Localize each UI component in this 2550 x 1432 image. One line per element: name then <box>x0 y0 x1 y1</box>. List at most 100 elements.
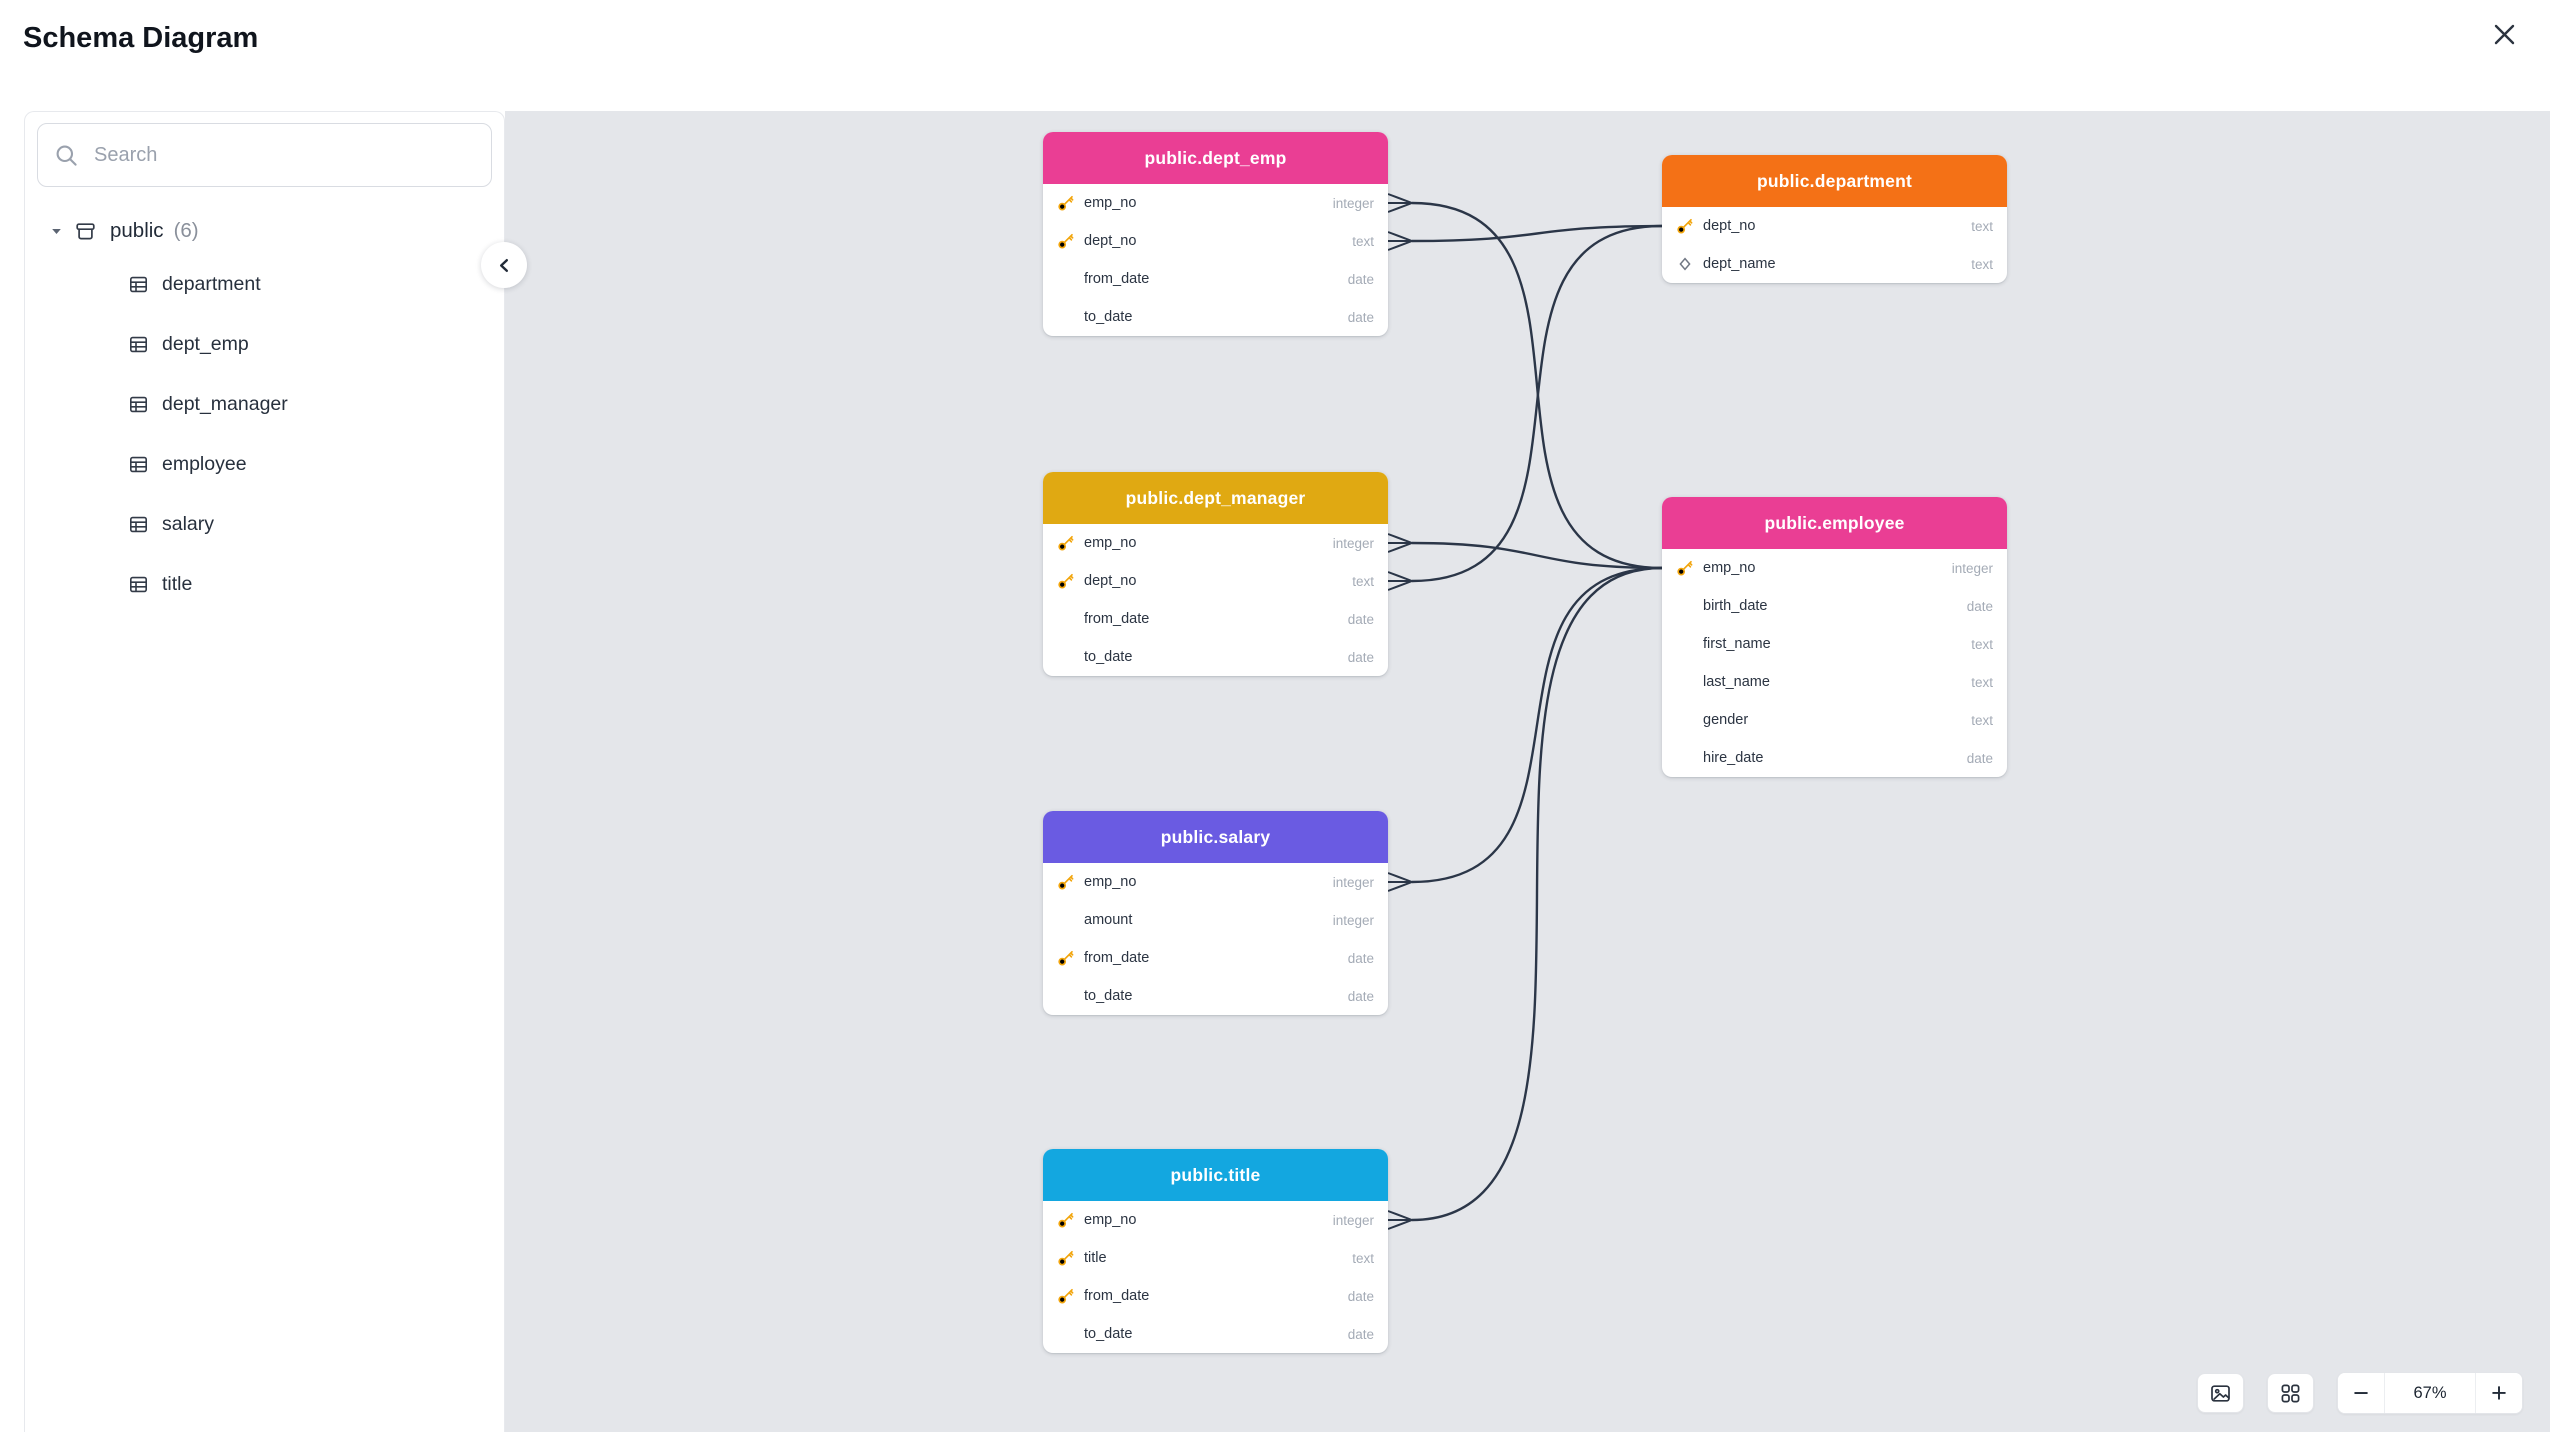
column-row: hire_date date <box>1662 739 2007 777</box>
sidebar-item-dept-emp[interactable]: dept_emp <box>25 314 504 374</box>
column-type: text <box>1971 674 1993 690</box>
column-row: last_name text <box>1662 663 2007 701</box>
column-type: date <box>1347 1288 1374 1304</box>
column-type: date <box>1347 950 1374 966</box>
column-name: last_name <box>1703 674 1770 690</box>
image-icon <box>2209 1382 2232 1405</box>
column-name: birth_date <box>1703 598 1768 614</box>
column-name: dept_no <box>1084 573 1137 589</box>
table-icon <box>128 334 149 355</box>
column-row: to_date date <box>1043 977 1388 1015</box>
column-row: from_date date <box>1043 260 1388 298</box>
column-name: from_date <box>1084 950 1150 966</box>
column-row: emp_no integer <box>1043 863 1388 901</box>
table-icon <box>128 394 149 415</box>
column-row: dept_name text <box>1662 245 2007 283</box>
column-name: dept_no <box>1703 218 1756 234</box>
column-type: text <box>1971 712 1993 728</box>
column-type: integer <box>1332 535 1374 551</box>
sidebar-item-employee[interactable]: employee <box>25 434 504 494</box>
column-name: emp_no <box>1084 1212 1137 1228</box>
column-type: text <box>1352 573 1374 589</box>
table-node-dept-emp[interactable]: public.dept_emp emp_no integer dept_no t… <box>1043 132 1388 336</box>
primary-key-icon <box>1057 232 1075 250</box>
schema-name: public <box>110 219 164 242</box>
auto-layout-button[interactable] <box>2267 1373 2314 1413</box>
close-button[interactable] <box>2480 10 2528 58</box>
zoom-level: 67% <box>2384 1373 2476 1413</box>
column-name: to_date <box>1084 649 1133 665</box>
column-name: amount <box>1084 912 1133 928</box>
column-type: text <box>1352 1250 1374 1266</box>
table-node-department[interactable]: public.department dept_no text dept_name… <box>1662 155 2007 283</box>
column-name: dept_no <box>1084 233 1137 249</box>
table-icon <box>128 574 149 595</box>
node-title: public.dept_emp <box>1043 132 1388 184</box>
sidebar-item-label: employee <box>162 452 247 475</box>
column-name: to_date <box>1084 1326 1133 1342</box>
zoom-in-button[interactable]: + <box>2476 1373 2522 1413</box>
sidebar-item-title[interactable]: title <box>25 554 504 614</box>
sidebar-item-salary[interactable]: salary <box>25 494 504 554</box>
primary-key-icon <box>1057 1249 1075 1267</box>
table-icon <box>128 514 149 535</box>
column-row: first_name text <box>1662 625 2007 663</box>
sidebar-item-department[interactable]: department <box>25 254 504 314</box>
schema-icon <box>74 220 97 243</box>
column-name: from_date <box>1084 1288 1150 1304</box>
column-name: dept_name <box>1703 256 1776 272</box>
tree-schema-public[interactable]: public (6) <box>25 208 504 254</box>
export-image-button[interactable] <box>2197 1373 2244 1413</box>
column-name: gender <box>1703 712 1749 728</box>
zoom-out-button[interactable]: − <box>2338 1373 2384 1413</box>
table-node-title[interactable]: public.title emp_no integer title text f… <box>1043 1149 1388 1353</box>
node-title: public.department <box>1662 155 2007 207</box>
column-type: date <box>1966 598 1993 614</box>
column-row: to_date date <box>1043 638 1388 676</box>
column-name: first_name <box>1703 636 1771 652</box>
sidebar-collapse-button[interactable] <box>481 242 527 288</box>
column-type: date <box>1347 1326 1374 1342</box>
column-name: emp_no <box>1703 560 1756 576</box>
column-name: title <box>1084 1250 1107 1266</box>
table-icon <box>128 454 149 475</box>
column-name: emp_no <box>1084 874 1137 890</box>
column-row: from_date date <box>1043 1277 1388 1315</box>
sidebar-item-dept-manager[interactable]: dept_manager <box>25 374 504 434</box>
column-row: dept_no text <box>1662 207 2007 245</box>
column-name: emp_no <box>1084 535 1137 551</box>
table-node-dept-manager[interactable]: public.dept_manager emp_no integer dept_… <box>1043 472 1388 676</box>
column-type: integer <box>1332 874 1374 890</box>
column-type: date <box>1347 271 1374 287</box>
column-row: birth_date date <box>1662 587 2007 625</box>
primary-key-icon <box>1676 217 1694 235</box>
diagram-canvas[interactable] <box>505 111 2550 1432</box>
primary-key-icon <box>1057 534 1075 552</box>
schema-tree: public (6) department dept_emp dept_mana… <box>25 208 504 614</box>
column-name: from_date <box>1084 611 1150 627</box>
table-node-salary[interactable]: public.salary emp_no integer amount inte… <box>1043 811 1388 1015</box>
column-type: integer <box>1332 1212 1374 1228</box>
column-row: title text <box>1043 1239 1388 1277</box>
column-row: gender text <box>1662 701 2007 739</box>
search-input[interactable] <box>92 142 475 168</box>
column-type: integer <box>1951 560 1993 576</box>
primary-key-icon <box>1057 873 1075 891</box>
column-type: date <box>1347 649 1374 665</box>
primary-key-icon <box>1676 559 1694 577</box>
node-title: public.employee <box>1662 497 2007 549</box>
column-type: integer <box>1332 195 1374 211</box>
sidebar-item-label: title <box>162 572 193 595</box>
column-row: amount integer <box>1043 901 1388 939</box>
chevron-left-icon <box>495 256 514 275</box>
schema-sidebar: public (6) department dept_emp dept_mana… <box>24 111 527 1432</box>
column-name: to_date <box>1084 309 1133 325</box>
table-icon <box>128 274 149 295</box>
caret-down-icon[interactable] <box>49 224 64 239</box>
column-type: date <box>1966 750 1993 766</box>
column-type: date <box>1347 988 1374 1004</box>
table-node-employee[interactable]: public.employee emp_no integer birth_dat… <box>1662 497 2007 777</box>
unique-diamond-icon <box>1676 255 1694 273</box>
column-row: dept_no text <box>1043 222 1388 260</box>
